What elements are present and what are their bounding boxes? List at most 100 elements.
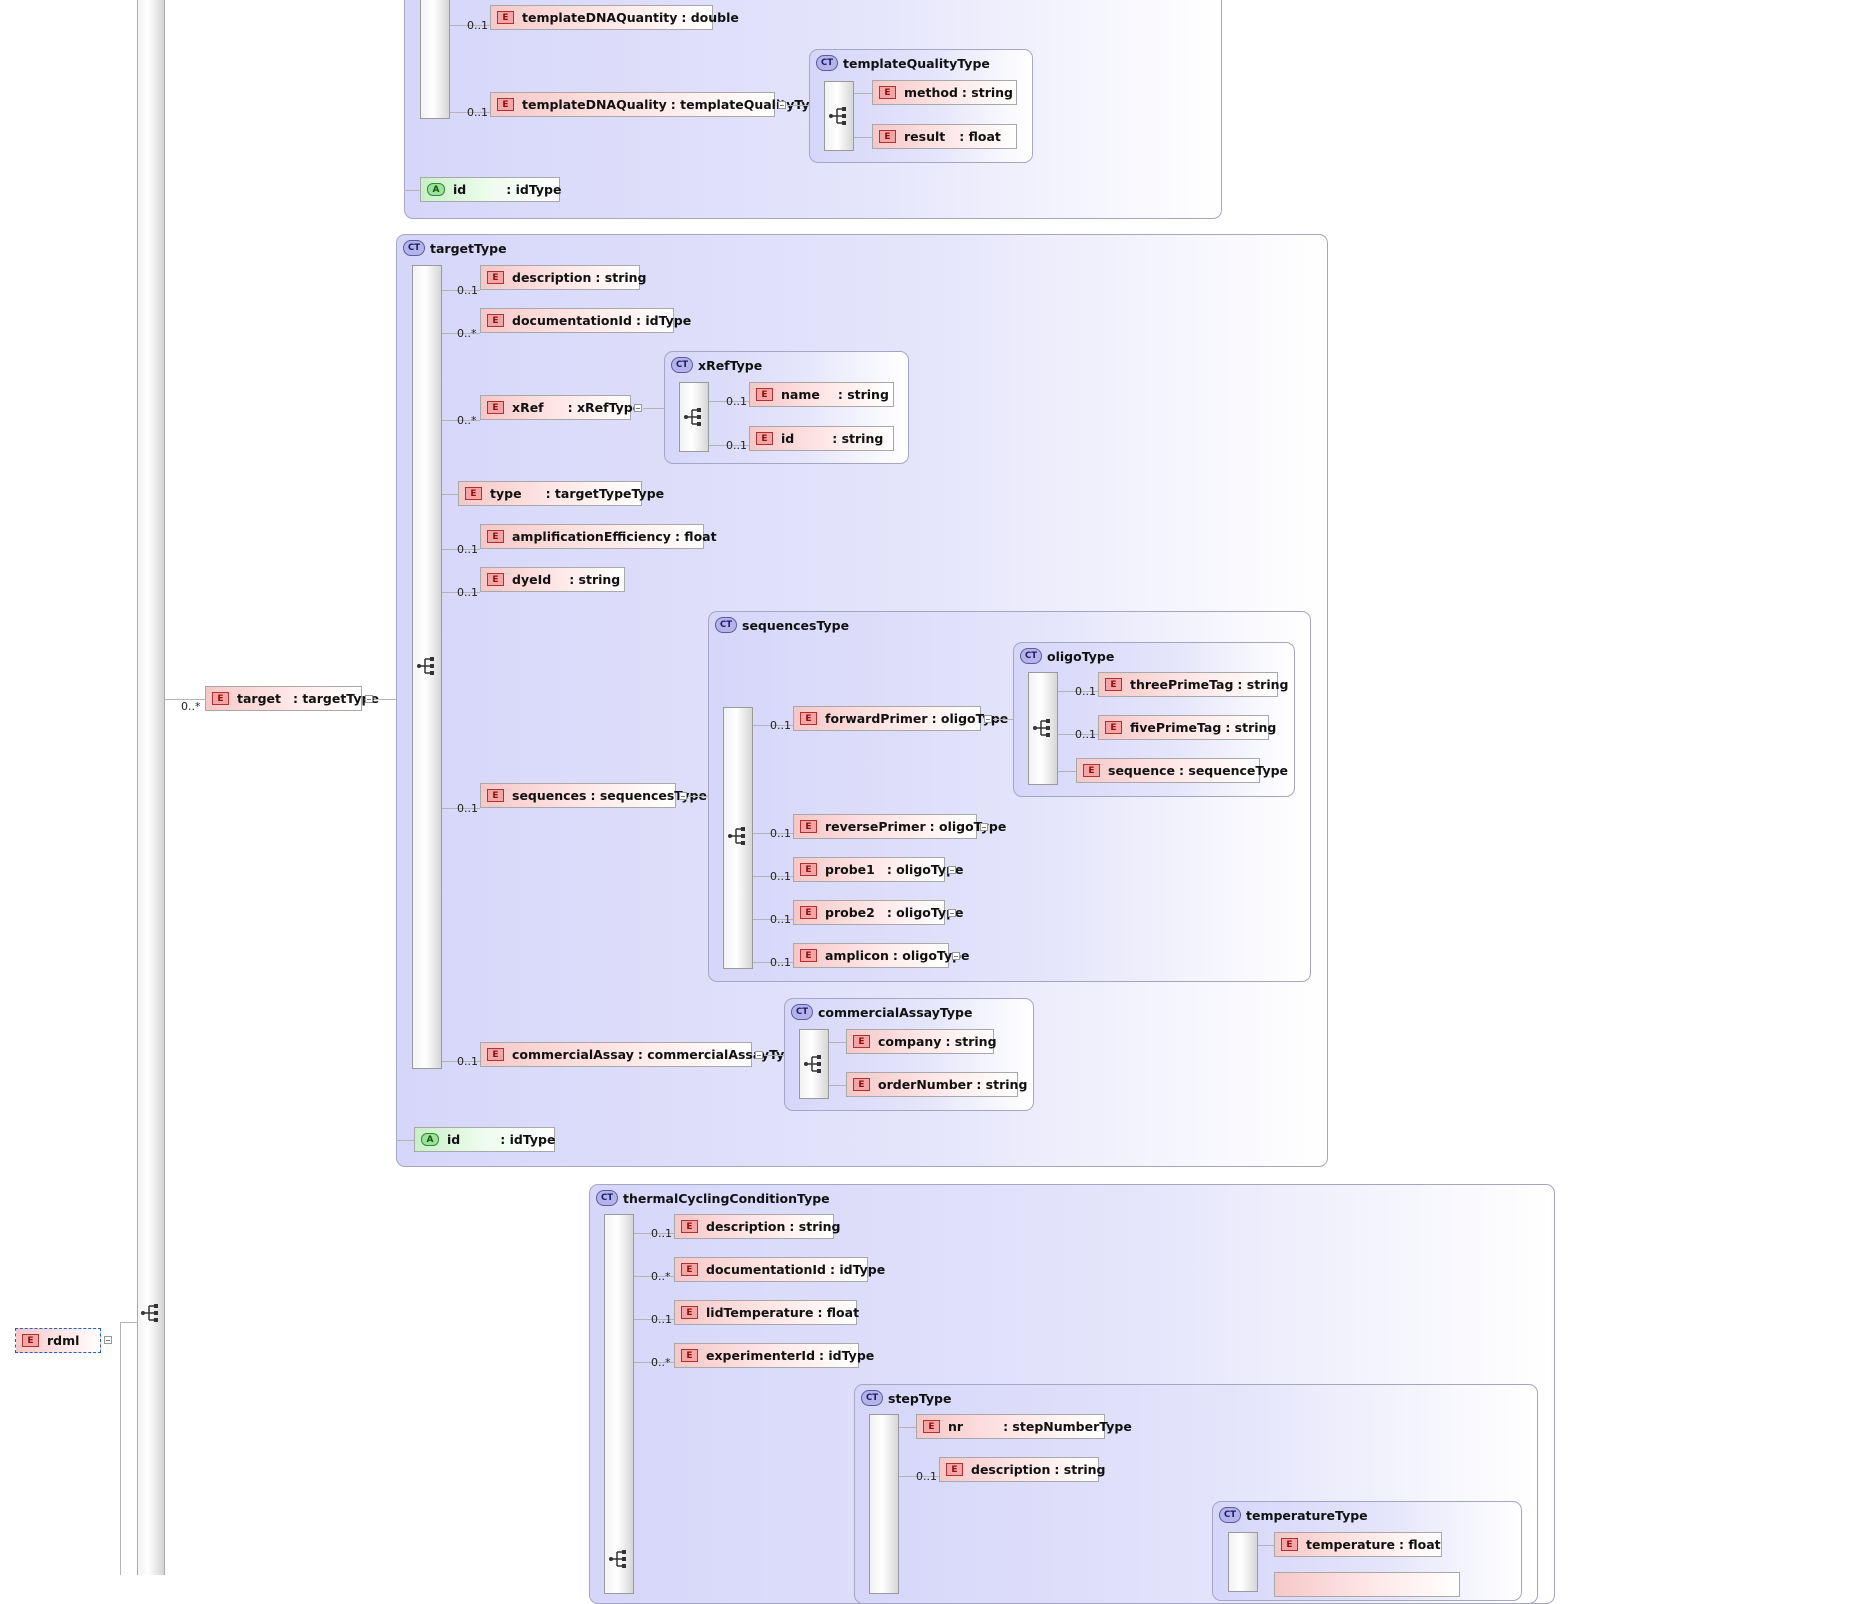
element-badge: E [487,530,504,543]
cardinality-label: 0..1 [770,913,791,926]
ct-title: templateQualityType [843,55,990,71]
element-sequence[interactable]: E sequence : sequenceType [1076,758,1288,783]
element-id[interactable]: E id : string [749,426,894,451]
connector-line [120,1322,138,1323]
cardinality-label: 0..* [181,700,201,713]
element-description[interactable]: E description : string [939,1457,1105,1482]
collapse-toggle[interactable] [104,1336,112,1344]
element-badge: E [756,432,773,445]
element-type: : float [817,1305,860,1320]
element-probe2[interactable]: E probe2 : oligoType [793,900,964,925]
sequence-bar [412,265,442,1069]
element-forwardPrimer[interactable]: E forwardPrimer : oligoType [793,706,1008,731]
element-name: rdml [47,1333,80,1348]
collapse-toggle[interactable] [679,792,687,800]
attribute-type: : idType [506,182,562,197]
cardinality-label: 0..1 [457,802,478,815]
cardinality-label: 0..* [457,414,477,427]
cardinality-label: 0..1 [651,1227,672,1240]
collapse-toggle[interactable] [778,101,786,109]
sequence-compositor-icon[interactable] [683,407,705,427]
collapse-toggle[interactable] [634,404,642,412]
collapse-toggle[interactable] [365,695,373,703]
element-badge: E [212,692,229,705]
attribute-id[interactable]: A id : idType [420,177,562,202]
ct-badge: CT [596,1190,618,1206]
cardinality-label: 0..1 [457,586,478,599]
element-name: documentationId [706,1262,827,1277]
element-amplificationEfficiency[interactable]: E amplificationEfficiency : float [480,524,717,549]
sequence-bar [723,707,753,969]
collapse-toggle[interactable] [755,1051,763,1059]
element-temperature[interactable]: E temperature : float [1274,1532,1442,1557]
element-description[interactable]: E description : string [480,265,646,290]
element-type: : string [832,431,884,446]
element-experimenterId[interactable]: E experimenterId : idType [674,1343,874,1368]
element-badge: E [853,1035,870,1048]
ct-badge: CT [403,240,425,256]
element-badge: E [1105,678,1122,691]
expand-toggle[interactable] [948,866,956,874]
attribute-name: id [447,1132,461,1147]
element-reversePrimer[interactable]: E reversePrimer : oligoType [793,814,1006,839]
connector-line [709,445,749,446]
sequence-compositor-icon[interactable] [828,106,850,126]
connector-line [753,919,793,920]
element-name: threePrimeTag [1130,677,1234,692]
element-type[interactable]: E type : targetTypeType [458,481,664,506]
element-probe1[interactable]: E probe1 : oligoType [793,857,964,882]
root-element-rdml[interactable]: E rdml [15,1328,101,1353]
attribute-id[interactable]: A id : idType [414,1127,555,1152]
element-company[interactable]: E company : string [846,1029,997,1054]
sequence-compositor-icon[interactable] [608,1549,630,1569]
element-commercialAssay[interactable]: E commercialAssay : commercialAssayType [480,1042,802,1067]
element-partial[interactable] [1274,1572,1460,1597]
element-nr[interactable]: E nr : stepNumberType [916,1414,1132,1439]
element-documentationId[interactable]: E documentationId : idType [674,1257,885,1282]
element-result[interactable]: E result : float [872,124,1017,149]
sequence-compositor-icon[interactable] [140,1303,162,1323]
element-amplicon[interactable]: E amplicon : oligoType [793,943,970,968]
element-badge: E [681,1306,698,1319]
cardinality-label: 0..* [457,327,477,340]
element-badge: E [853,1078,870,1091]
element-badge: E [800,863,817,876]
element-badge: E [681,1349,698,1362]
element-templateDNAQuality[interactable]: E templateDNAQuality : templateQualityTy… [490,92,827,117]
expand-toggle[interactable] [948,909,956,917]
element-type: : idType [830,1262,886,1277]
element-badge: E [800,949,817,962]
cardinality-label: 0..1 [467,106,488,119]
expand-toggle[interactable] [980,823,988,831]
element-name[interactable]: E name : string [749,382,894,407]
element-lidTemperature[interactable]: E lidTemperature : float [674,1300,860,1325]
sequence-bar [1228,1532,1258,1592]
sequence-compositor-icon[interactable] [727,826,749,846]
element-templateDNAQuantity[interactable]: E templateDNAQuantity : double [490,5,739,30]
attribute-type: : idType [500,1132,556,1147]
cardinality-label: 0..* [651,1356,671,1369]
element-type: : string [1225,720,1277,735]
element-description[interactable]: E description : string [674,1214,840,1239]
element-dyeId[interactable]: E dyeId : string [480,567,625,592]
sequence-compositor-icon[interactable] [1032,718,1054,738]
element-sequences[interactable]: E sequences : sequencesType [480,783,707,808]
element-threePrimeTag[interactable]: E threePrimeTag : string [1098,672,1288,697]
connector-line [442,290,480,291]
sequence-compositor-icon[interactable] [416,656,438,676]
element-badge: E [879,86,896,99]
connector-line [643,408,664,409]
element-xRef[interactable]: E xRef : xRefType [480,395,641,420]
element-documentationId[interactable]: E documentationId : idType [480,308,691,333]
connector-line [854,93,872,94]
connector-line [450,25,490,26]
sequence-compositor-icon[interactable] [803,1054,825,1074]
ct-badge: CT [816,55,838,71]
element-fivePrimeTag[interactable]: E fivePrimeTag : string [1098,715,1276,740]
expand-toggle[interactable] [952,952,960,960]
element-target[interactable]: E target : targetType [205,686,379,711]
sequence-bar [604,1214,634,1594]
collapse-toggle[interactable] [984,715,992,723]
element-method[interactable]: E method : string [872,80,1017,105]
element-orderNumber[interactable]: E orderNumber : string [846,1072,1027,1097]
